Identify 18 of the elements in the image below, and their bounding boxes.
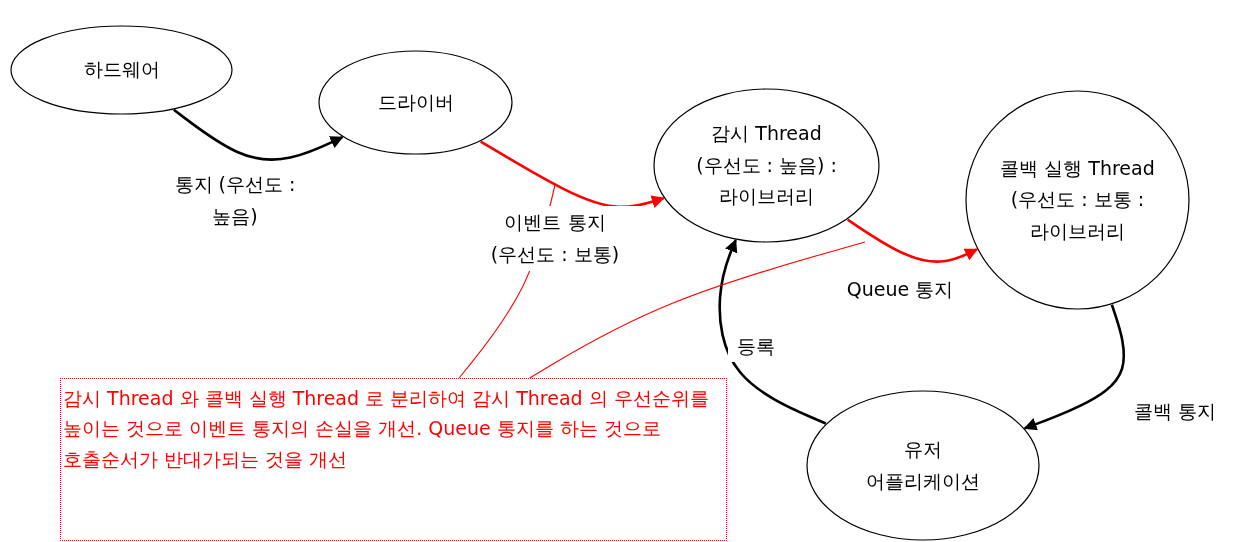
arrow [173,108,344,161]
ellipse-node [965,90,1190,310]
ellipse-node [653,88,880,243]
arrow [480,140,665,209]
node-label: 하드웨어 [82,57,161,83]
node-label: 감시 Thread (우선도 : 높음) : 라이브러리 [695,121,838,210]
note-text: 감시 Thread 와 콜백 실행 Thread 로 분리하여 감시 Thread 의 우선순위를 높이는 것으로 이벤트 통지의 손실을 개선. Queue 통지를 하는 것으로 호출순서가 반대가되는 것을 개선 [63,386,710,472]
leader-line [529,241,866,379]
ellipse-node [806,390,1040,541]
node-label: 유저 어플리케이션 [865,437,981,494]
node-label: 드라이버 [376,89,455,115]
ellipse-node [10,25,233,115]
arrow [1023,304,1126,431]
ellipse-node [318,50,513,155]
node-label: 콜백 실행 Thread (우선도 : 보통 : 라이브러리 [999,156,1156,244]
arrow [846,218,979,263]
arrow [718,238,827,425]
note-box [60,378,727,541]
